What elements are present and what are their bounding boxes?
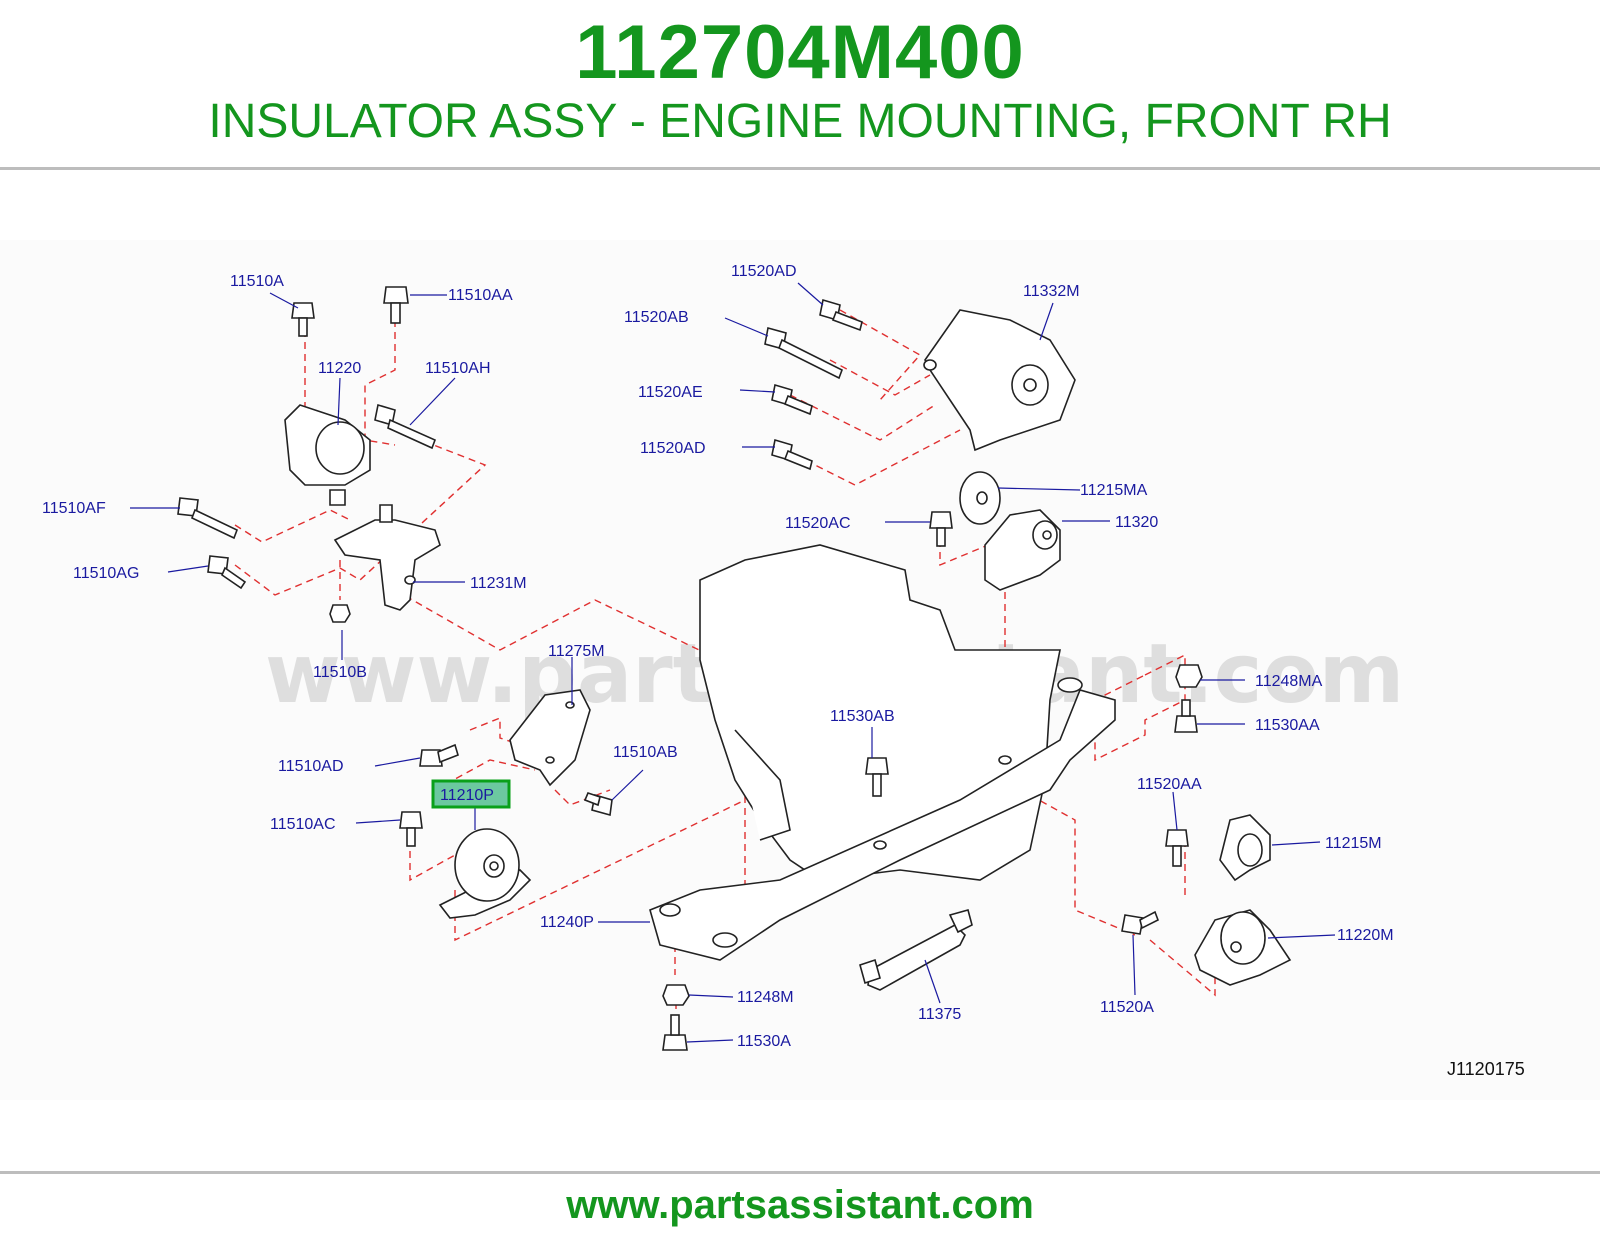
- bracket-11332M: [923, 309, 1076, 452]
- diagram-canvas: www.partsassistant.com: [42, 263, 1525, 1079]
- label-11520AB[interactable]: 11520AB: [624, 309, 689, 326]
- label-11215M[interactable]: 11215M: [1325, 835, 1382, 852]
- bolt-11520AD-mid: [771, 438, 813, 471]
- bolt-11520AD-top: [819, 298, 863, 332]
- leader-lines: [130, 282, 1336, 1043]
- label-11520A[interactable]: 11520A: [1100, 999, 1154, 1016]
- label-11510AF[interactable]: 11510AF: [42, 500, 106, 517]
- insulator-11215M: [1219, 814, 1271, 882]
- nut-11510B: [329, 604, 351, 623]
- label-11510A[interactable]: 11510A: [230, 273, 284, 290]
- diagram-reference-code: J1120175: [1447, 1059, 1525, 1079]
- washer-11215MA: [959, 471, 1001, 525]
- highlight-box-11210P: [431, 779, 511, 809]
- label-11510AC[interactable]: 11510AC: [270, 816, 336, 833]
- insulator-11210P: [438, 828, 532, 919]
- fasteners: [177, 286, 1203, 1051]
- part-labels: 11510A 11510AA 11220 11510AH 11510AF 115…: [42, 263, 1394, 1050]
- crossmember-11240P: [649, 677, 1116, 961]
- bolt-11520AE: [771, 383, 813, 416]
- header-divider: [0, 167, 1600, 170]
- label-11510B[interactable]: 11510B: [313, 664, 367, 681]
- label-11275M[interactable]: 11275M: [548, 643, 605, 660]
- damper-11375: [859, 909, 973, 991]
- nut-11248MA: [1175, 664, 1203, 688]
- label-11210P-highlighted[interactable]: 11210P: [440, 787, 494, 804]
- exploded-parts-diagram: www.partsassistant.com: [0, 240, 1600, 1100]
- bolt-11510A: [291, 302, 315, 337]
- bolt-11530A: [662, 1014, 688, 1051]
- label-11510AB[interactable]: 11510AB: [613, 744, 678, 761]
- bolt-11530AA: [1174, 699, 1198, 733]
- label-11220[interactable]: 11220: [318, 360, 361, 377]
- label-11231M[interactable]: 11231M: [470, 575, 527, 592]
- label-11240P[interactable]: 11240P: [540, 914, 594, 931]
- label-11520AA[interactable]: 11520AA: [1137, 776, 1202, 793]
- bolt-11510AG: [207, 555, 247, 590]
- label-11332M[interactable]: 11332M: [1023, 283, 1080, 300]
- label-11215MA[interactable]: 11215MA: [1080, 482, 1148, 499]
- bolt-11510AH: [374, 403, 437, 450]
- bolt-11510AD: [419, 743, 459, 767]
- label-11248M[interactable]: 11248M: [737, 989, 794, 1006]
- nut-11248M: [662, 984, 690, 1006]
- insulator-11220: [284, 404, 371, 506]
- bolt-11510AF: [177, 497, 239, 540]
- label-11510AD[interactable]: 11510AD: [278, 758, 344, 775]
- label-11220M[interactable]: 11220M: [1337, 927, 1394, 944]
- label-11510AA[interactable]: 11510AA: [448, 287, 513, 304]
- insulator-11220M: [1194, 909, 1292, 986]
- label-11248MA[interactable]: 11248MA: [1255, 673, 1323, 690]
- footer-site-link[interactable]: www.partsassistant.com: [566, 1183, 1034, 1227]
- label-11510AG[interactable]: 11510AG: [73, 565, 139, 582]
- bolt-11530AB: [865, 757, 889, 797]
- bolt-11520AB: [764, 326, 844, 380]
- label-11520AD-top[interactable]: 11520AD: [731, 263, 797, 280]
- bracket-11231M: [333, 504, 441, 611]
- label-11320[interactable]: 11320: [1115, 514, 1158, 531]
- bracket-11275M: [509, 689, 591, 787]
- insulator-11320: [984, 509, 1061, 591]
- footer-divider: [0, 1171, 1600, 1174]
- part-number-title: 112704M400: [575, 10, 1025, 95]
- label-11530AA[interactable]: 11530AA: [1255, 717, 1320, 734]
- bolt-11520AC: [929, 511, 953, 547]
- bolt-11510AA: [383, 286, 409, 324]
- bolt-11520A: [1121, 910, 1160, 935]
- bolt-11510AC: [399, 811, 423, 847]
- bolt-11520AA: [1165, 829, 1189, 867]
- page-header: 112704M400 INSULATOR ASSY - ENGINE MOUNT…: [0, 0, 1600, 168]
- label-11530AB[interactable]: 11530AB: [830, 708, 895, 725]
- bolt-11510AB: [583, 792, 613, 817]
- label-11510AH[interactable]: 11510AH: [425, 360, 491, 377]
- part-description-title: INSULATOR ASSY - ENGINE MOUNTING, FRONT …: [208, 95, 1392, 148]
- label-11520AE[interactable]: 11520AE: [638, 384, 703, 401]
- label-11520AC[interactable]: 11520AC: [785, 515, 851, 532]
- label-11530A[interactable]: 11530A: [737, 1033, 791, 1050]
- label-11375[interactable]: 11375: [918, 1006, 961, 1023]
- label-11520AD-mid[interactable]: 11520AD: [640, 440, 706, 457]
